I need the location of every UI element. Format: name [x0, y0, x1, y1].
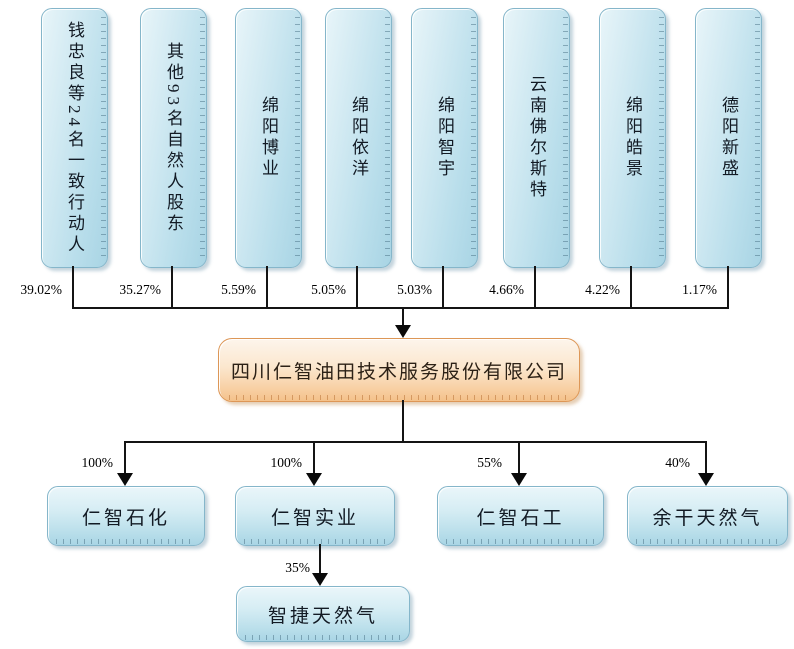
connector-line	[171, 266, 173, 308]
connector-line	[72, 307, 729, 309]
connector-line	[124, 441, 707, 443]
down-arrow-icon	[395, 325, 411, 338]
subsidiary-box: 仁智石化	[47, 486, 205, 546]
connector-line	[124, 442, 126, 474]
ownership-percentage: 35.27%	[119, 282, 161, 297]
shareholder-box: 钱忠良等24名一致行动人	[41, 8, 108, 268]
shareholder-box: 绵阳皓景	[599, 8, 666, 268]
shareholder-box: 德阳新盛	[695, 8, 762, 268]
shareholder-box: 绵阳智宇	[411, 8, 478, 268]
shareholder-box: 其他93名自然人股东	[140, 8, 207, 268]
second-tier-subsidiary-box: 智捷天然气	[236, 586, 410, 642]
shareholder-name: 绵阳博业	[259, 96, 278, 180]
connector-line	[266, 266, 268, 308]
connector-line	[356, 266, 358, 308]
down-arrow-icon	[511, 473, 527, 486]
subsidiary-name: 智捷天然气	[267, 605, 378, 627]
connector-line	[402, 309, 404, 326]
shareholder-name: 钱忠良等24名一致行动人	[65, 20, 84, 256]
subsidiary-name: 仁智石工	[476, 507, 565, 529]
down-arrow-icon	[306, 473, 322, 486]
subsidiary-box: 仁智石工	[437, 486, 604, 546]
ownership-percentage: 4.22%	[585, 282, 620, 297]
shareholder-box: 绵阳依洋	[325, 8, 392, 268]
subsidiary-box: 余干天然气	[627, 486, 788, 546]
connector-line	[705, 442, 707, 474]
connector-line	[727, 266, 729, 308]
parent-company-box: 四川仁智油田技术服务股份有限公司	[218, 338, 580, 402]
ownership-percentage: 5.59%	[221, 282, 256, 297]
ownership-percentage: 39.02%	[20, 282, 62, 297]
shareholder-box: 云南佛尔斯特	[503, 8, 570, 268]
ownership-percentage: 1.17%	[682, 282, 717, 297]
connector-line	[319, 544, 321, 574]
connector-line	[534, 266, 536, 308]
ownership-percentage: 5.05%	[311, 282, 346, 297]
down-arrow-icon	[117, 473, 133, 486]
subsidiary-box: 仁智实业	[235, 486, 395, 546]
connector-line	[402, 400, 404, 442]
ownership-percentage: 5.03%	[397, 282, 432, 297]
down-arrow-icon	[698, 473, 714, 486]
parent-company-name: 四川仁智油田技术服务股份有限公司	[230, 361, 567, 383]
down-arrow-icon	[312, 573, 328, 586]
shareholder-name: 德阳新盛	[719, 96, 738, 180]
connector-line	[72, 266, 74, 308]
subsidiary-name: 余干天然气	[652, 507, 763, 529]
shareholder-name: 绵阳智宇	[435, 96, 454, 180]
ownership-percentage: 55%	[477, 455, 502, 470]
connector-line	[630, 266, 632, 308]
shareholder-name: 绵阳皓景	[623, 96, 642, 180]
subsidiary-name: 仁智实业	[270, 507, 359, 529]
connector-line	[313, 442, 315, 474]
ownership-percentage: 40%	[665, 455, 690, 470]
shareholder-name: 绵阳依洋	[349, 96, 368, 180]
ownership-percentage: 100%	[81, 455, 114, 470]
ownership-percentage: 35%	[285, 560, 310, 575]
shareholder-name: 其他93名自然人股东	[164, 41, 183, 235]
ownership-percentage: 4.66%	[489, 282, 524, 297]
connector-line	[442, 266, 444, 308]
ownership-percentage: 100%	[270, 455, 303, 470]
connector-line	[518, 442, 520, 474]
subsidiary-name: 仁智石化	[81, 507, 170, 529]
shareholder-name: 云南佛尔斯特	[527, 75, 546, 201]
shareholder-box: 绵阳博业	[235, 8, 302, 268]
